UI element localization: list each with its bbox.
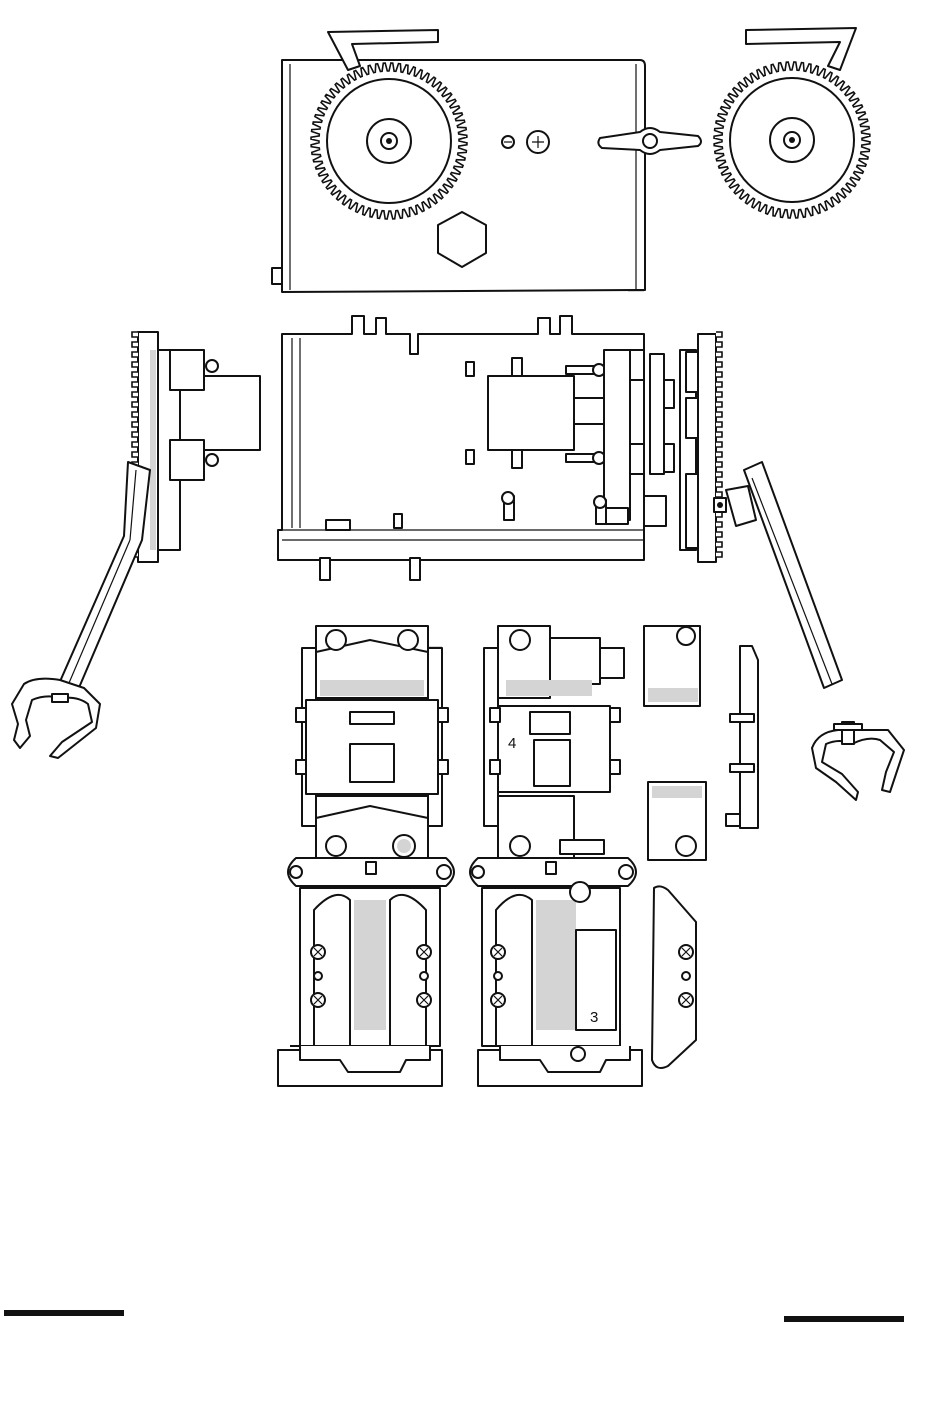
left-leg (278, 626, 454, 1086)
claw-right (812, 730, 904, 800)
right-leg: 4 3 (470, 626, 642, 1086)
claw-left (12, 679, 100, 758)
part-number-label: 3 (590, 1009, 598, 1026)
part-number-label: 4 (508, 735, 516, 752)
left-shoulder-assembly (132, 332, 260, 562)
gear-top-right (714, 28, 870, 218)
right-arm (744, 462, 904, 800)
torso-box (278, 316, 666, 580)
loose-parts (644, 626, 758, 1068)
right-shoulder-assembly (650, 332, 756, 562)
left-arm (12, 462, 150, 758)
footer-rule-right (784, 1316, 904, 1322)
footer-rule-left (4, 1310, 124, 1316)
